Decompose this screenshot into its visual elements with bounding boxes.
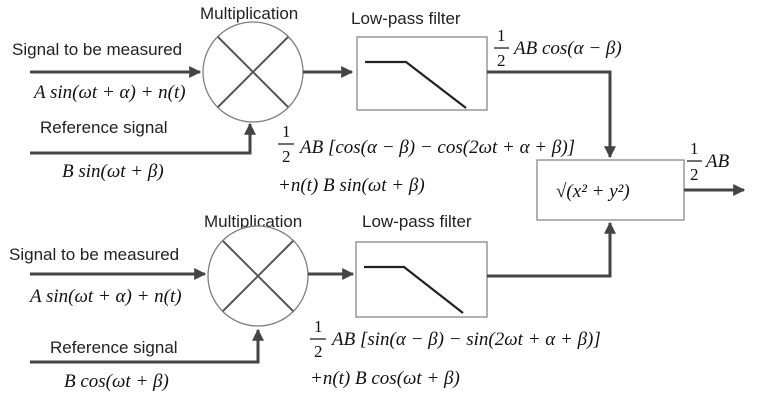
final-half-den: 2 — [690, 165, 699, 184]
bottom-multiplier — [207, 225, 309, 327]
final-half-num: 1 — [690, 139, 699, 158]
top-lowpass-filter — [356, 36, 488, 111]
top-filter-to-magnitude-arrow — [487, 70, 616, 159]
bottom-reference-formula: B cos(ωt + β) — [64, 371, 169, 392]
top-multiply-cross-b — [217, 36, 289, 108]
bottom-prod-half-num: 1 — [314, 317, 323, 336]
bottom-filter-to-magnitude-arrow — [487, 221, 616, 278]
bottom-product-line2: +n(t) B cos(ωt + β) — [310, 368, 460, 389]
top-reference-arrow — [30, 122, 256, 155]
bottom-lowpass-filter — [355, 241, 488, 318]
top-multiplication-title: Multiplication — [200, 4, 298, 23]
magnitude-block: √(x² + y²) — [536, 159, 685, 221]
top-input-formula: A sin(ωt + α) + n(t) — [32, 82, 186, 103]
bottom-input-label: Signal to be measured — [9, 245, 179, 264]
top-product-line2: +n(t) B sin(ωt + β) — [278, 175, 425, 196]
top-product-line1: AB [cos(α − β) − cos(2ωt + α + β)] — [298, 137, 575, 158]
top-prod-half-num: 1 — [282, 122, 291, 141]
top-input-label: Signal to be measured — [12, 40, 182, 59]
top-reference-formula: B sin(ωt + β) — [62, 161, 164, 182]
final-output-expr: 1 2 AB — [687, 139, 730, 184]
bottom-prod-half-den: 2 — [314, 342, 323, 361]
top-product-expr: 1 2 AB [cos(α − β) − cos(2ωt + α + β)] +… — [278, 122, 575, 196]
bottom-reference-arrow — [30, 328, 264, 364]
top-filter-output: AB cos(α − β) — [512, 38, 622, 59]
bottom-product-expr: 1 2 AB [sin(α − β) − sin(2ωt + α + β)] +… — [310, 317, 601, 389]
bottom-filter-title: Low-pass filter — [362, 212, 472, 231]
bottom-multiply-cross-b — [222, 240, 294, 312]
top-multiplier — [202, 21, 304, 123]
top-filter-output-expr: 1 2 AB cos(α − β) — [494, 26, 622, 70]
top-filter-response — [365, 60, 467, 109]
top-out-half-den: 2 — [497, 51, 506, 70]
top-prod-half-den: 2 — [282, 147, 291, 166]
top-reference-label: Reference signal — [40, 118, 168, 137]
top-out-half-num: 1 — [497, 26, 506, 45]
bottom-product-line1: AB [sin(α − β) − sin(2ωt + α + β)] — [330, 329, 601, 350]
final-output: AB — [704, 151, 730, 172]
bottom-multiplication-title: Multiplication — [204, 212, 302, 231]
bottom-filter-response — [364, 265, 464, 314]
top-filter-title: Low-pass filter — [351, 9, 461, 28]
bottom-input-formula: A sin(ωt + α) + n(t) — [28, 286, 182, 307]
magnitude-formula: √(x² + y²) — [556, 181, 630, 202]
bottom-reference-label: Reference signal — [50, 338, 178, 357]
